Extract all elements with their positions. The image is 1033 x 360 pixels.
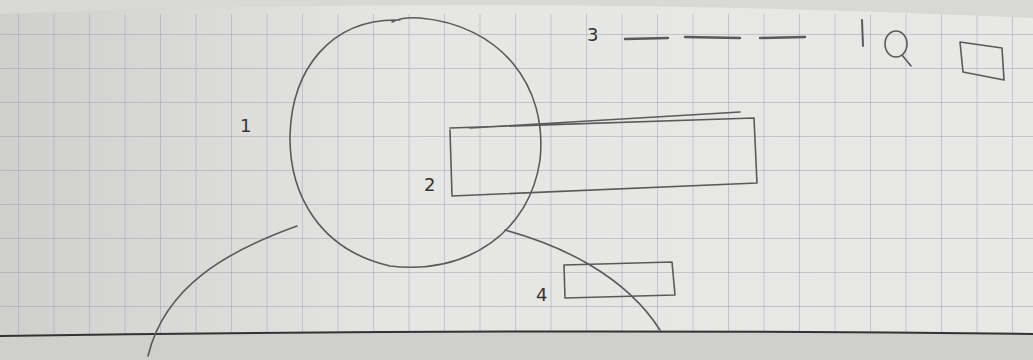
text-box-sketch: [450, 112, 757, 196]
left-shoulder: [148, 226, 297, 356]
callout-number: 3: [587, 26, 598, 44]
search-icon: [885, 31, 907, 57]
button-sketch: [564, 262, 675, 298]
callout-number: 1: [240, 117, 251, 135]
menu-square: [960, 42, 1004, 80]
right-shoulder: [505, 230, 660, 330]
divider-mark: [862, 20, 863, 46]
graph-grid: [0, 14, 1033, 334]
nav-menu-dashes: [625, 37, 805, 39]
head-outline: [290, 18, 541, 267]
paper-top-edge: [0, 0, 1033, 18]
callout-number: 2: [424, 176, 435, 194]
search-icon-handle: [902, 55, 911, 66]
callout-number: 4: [536, 286, 547, 304]
